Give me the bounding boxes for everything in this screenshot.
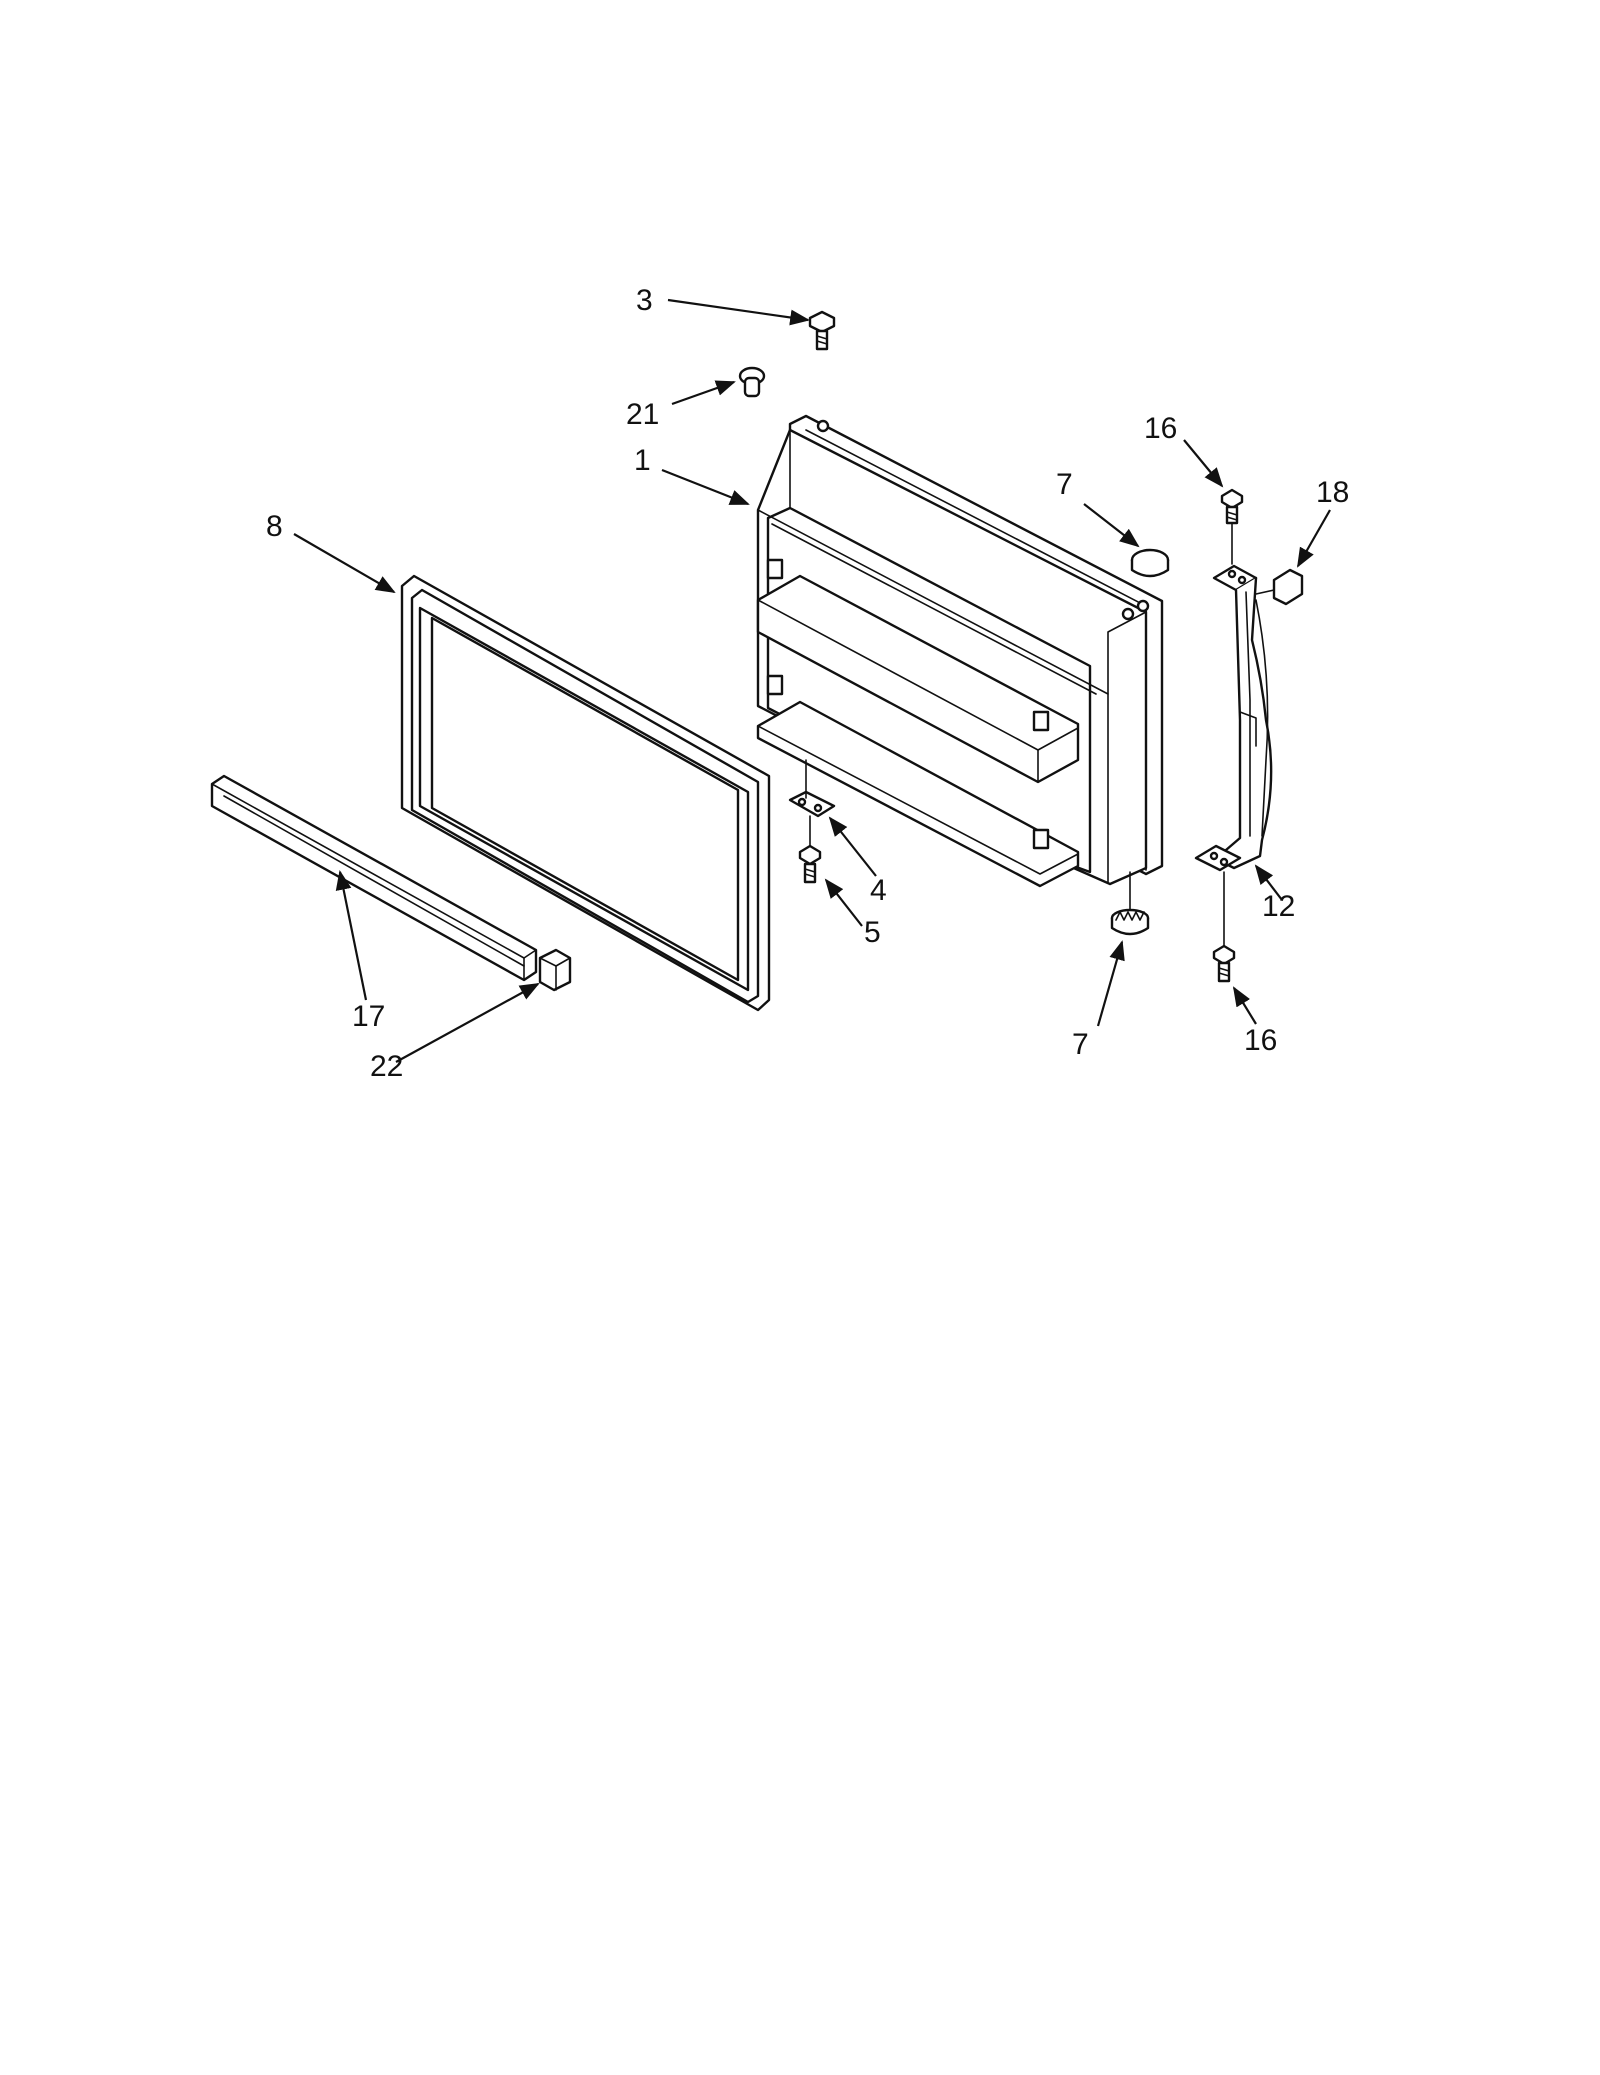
bracket-screw-part — [798, 815, 822, 884]
leader-21 — [671, 380, 736, 406]
hinge-cap-top-part — [1130, 548, 1170, 578]
leader-16a — [1183, 439, 1224, 488]
door-gasket-part — [400, 574, 771, 1012]
leader-lines — [293, 298, 1331, 1063]
callout-5: 5 — [864, 916, 881, 949]
callout-1: 1 — [634, 444, 651, 477]
leader-3 — [667, 298, 810, 326]
door-panel-part — [756, 414, 1164, 888]
callout-8: 8 — [266, 510, 283, 543]
leader-17 — [335, 870, 368, 1001]
callout-4: 4 — [870, 874, 887, 907]
leader-22 — [395, 983, 540, 1063]
hole-plug-part — [738, 366, 766, 398]
callout-21: 21 — [626, 398, 659, 431]
hinge-cap-bottom-part — [1110, 871, 1150, 936]
callout-22: 22 — [370, 1050, 403, 1083]
end-cap-part — [538, 948, 572, 992]
callout-7a: 7 — [1056, 468, 1073, 501]
callout-3: 3 — [636, 284, 653, 317]
leader-5 — [824, 878, 863, 927]
leader-7a — [1083, 503, 1140, 548]
handle-screw-bottom-part — [1212, 871, 1236, 983]
hinge-screw-top-part — [808, 310, 836, 351]
handle-screw-top-part — [1220, 488, 1244, 565]
callout-18: 18 — [1316, 476, 1349, 509]
callout-17: 17 — [352, 1000, 385, 1033]
callout-16b: 16 — [1244, 1024, 1277, 1057]
callout-labels: 3 21 1 8 7 16 18 4 5 12 17 22 7 16 — [266, 284, 1349, 1083]
callout-12: 12 — [1262, 890, 1295, 923]
leader-1 — [661, 468, 750, 506]
door-stop-bracket-part — [788, 759, 836, 818]
leader-8 — [293, 533, 396, 593]
trim-strip-part — [210, 774, 538, 982]
callout-7b: 7 — [1072, 1028, 1089, 1061]
leader-12 — [1254, 864, 1283, 901]
handle-pad-part — [1255, 568, 1304, 606]
leader-4 — [828, 816, 877, 877]
leader-7b — [1096, 940, 1125, 1027]
door-handle-part — [1194, 564, 1273, 872]
callout-16a: 16 — [1144, 412, 1177, 445]
leader-18 — [1297, 509, 1331, 568]
leader-16b — [1232, 986, 1257, 1025]
